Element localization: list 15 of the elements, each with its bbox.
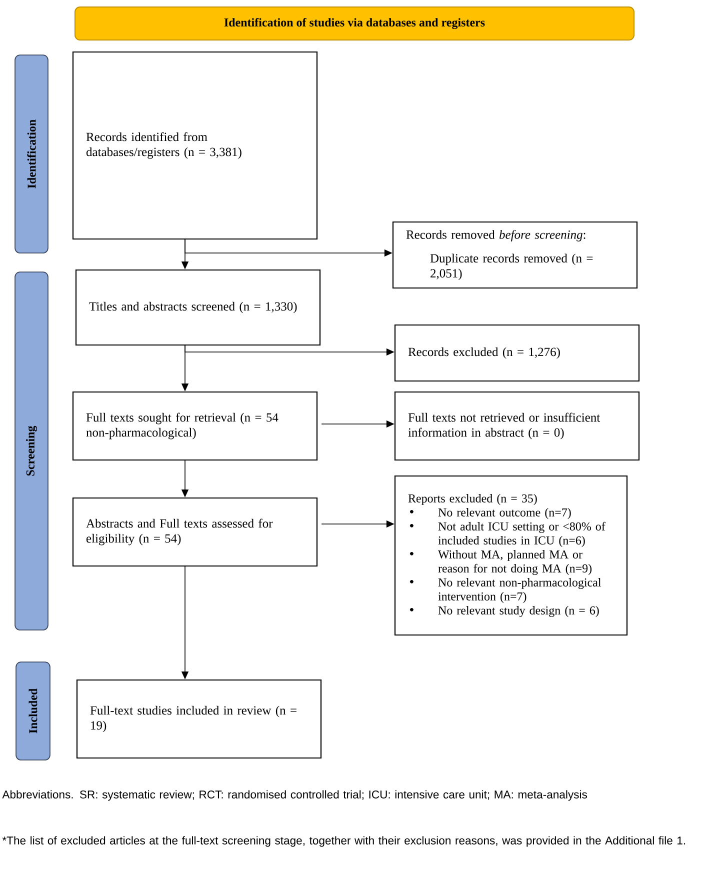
note-text: Abbreviations. SR: systematic review; RCT: randomised controlled trial; ICU: intensive care unit; MA: meta-analysis (2, 790, 587, 801)
phase-label: Screening (14, 272, 48, 630)
process-box: Records excluded (n = 1,276) (394, 324, 640, 382)
process-box: Records removed before screening: Duplicate records removed (n = 2,051) (392, 221, 638, 289)
phase-label: Included (16, 662, 50, 760)
process-box: Reports excluded (n = 35) No relevant outcome (n=7) Not adult ICU setting or <80% of included studies in ICU (n=6) Without MA, planned MA or reason for not doing MA (n=9) No relevant non-pharmacological intervention (n=7) No relevant study design (n = 6) (394, 475, 628, 636)
note-text: *The list of excluded articles at the full-text screening stage, together with their exclusion reasons, was provided in the Additional file 1. (2, 836, 686, 847)
phase-label: Identification (14, 54, 48, 254)
process-box: Titles and abstracts screened (n = 1,330) (75, 269, 321, 346)
title-banner: Identification of studies via databases and registers (74, 6, 634, 40)
process-box: Full-text studies included in review (n = 19) (76, 679, 322, 759)
process-box: Abstracts and Full texts assessed for eligibility (n = 54) (72, 497, 318, 567)
process-box: Full texts sought for retrieval (n = 54 non-pharmacological) (72, 391, 318, 461)
process-box: Records identified from databases/registers (n = 3,381) (72, 51, 318, 240)
process-box: Full texts not retrieved or insufficient information in abstract (n = 0) (394, 391, 640, 461)
